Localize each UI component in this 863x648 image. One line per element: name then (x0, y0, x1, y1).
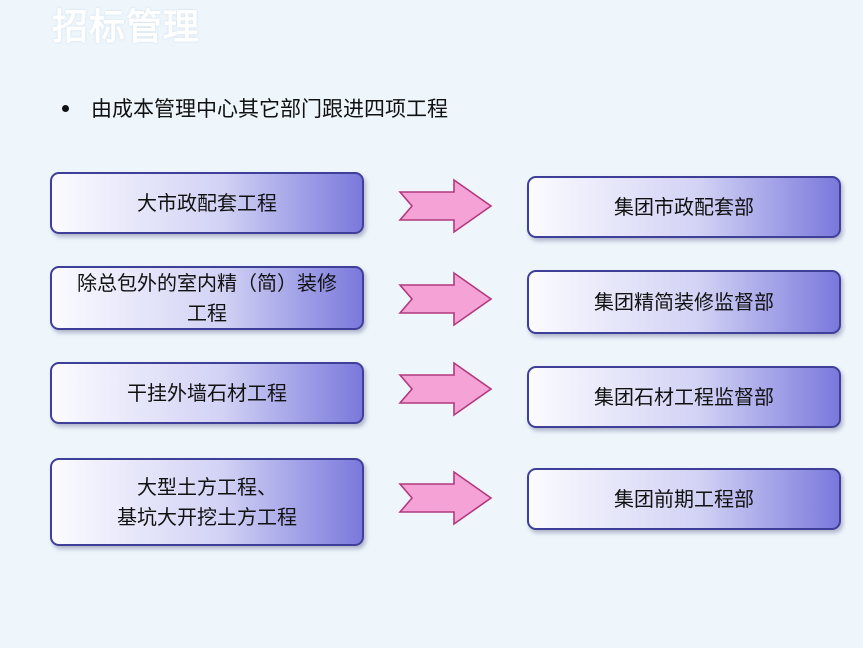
department-box-1: 集团市政配套部 (527, 176, 841, 238)
project-box-2: 除总包外的室内精（简）装修 工程 (50, 266, 364, 330)
bullet-dot-icon (62, 104, 69, 112)
project-label-4: 大型土方工程、 基坑大开挖土方工程 (117, 475, 297, 529)
slide-title: 招标管理 (52, 7, 201, 48)
arrow-icon-1 (398, 178, 493, 234)
arrow-icon-4 (398, 470, 493, 526)
department-label-1: 集团市政配套部 (614, 195, 754, 219)
bullet-text: 由成本管理中心其它部门跟进四项工程 (91, 97, 448, 121)
arrow-icon-3 (398, 361, 493, 417)
department-box-2: 集团精简装修监督部 (527, 270, 841, 334)
project-box-3: 干挂外墙石材工程 (50, 362, 364, 424)
project-box-1: 大市政配套工程 (50, 172, 364, 234)
project-box-4: 大型土方工程、 基坑大开挖土方工程 (50, 458, 364, 546)
project-label-2: 除总包外的室内精（简）装修 工程 (77, 271, 337, 325)
project-label-1: 大市政配套工程 (137, 191, 277, 215)
arrow-icon-2 (398, 271, 493, 327)
department-label-4: 集团前期工程部 (614, 487, 754, 511)
department-box-4: 集团前期工程部 (527, 468, 841, 530)
department-label-3: 集团石材工程监督部 (594, 385, 774, 409)
department-label-2: 集团精简装修监督部 (594, 290, 774, 314)
bullet-item: 由成本管理中心其它部门跟进四项工程 (62, 90, 448, 126)
department-box-3: 集团石材工程监督部 (527, 366, 841, 428)
project-label-3: 干挂外墙石材工程 (127, 381, 287, 405)
